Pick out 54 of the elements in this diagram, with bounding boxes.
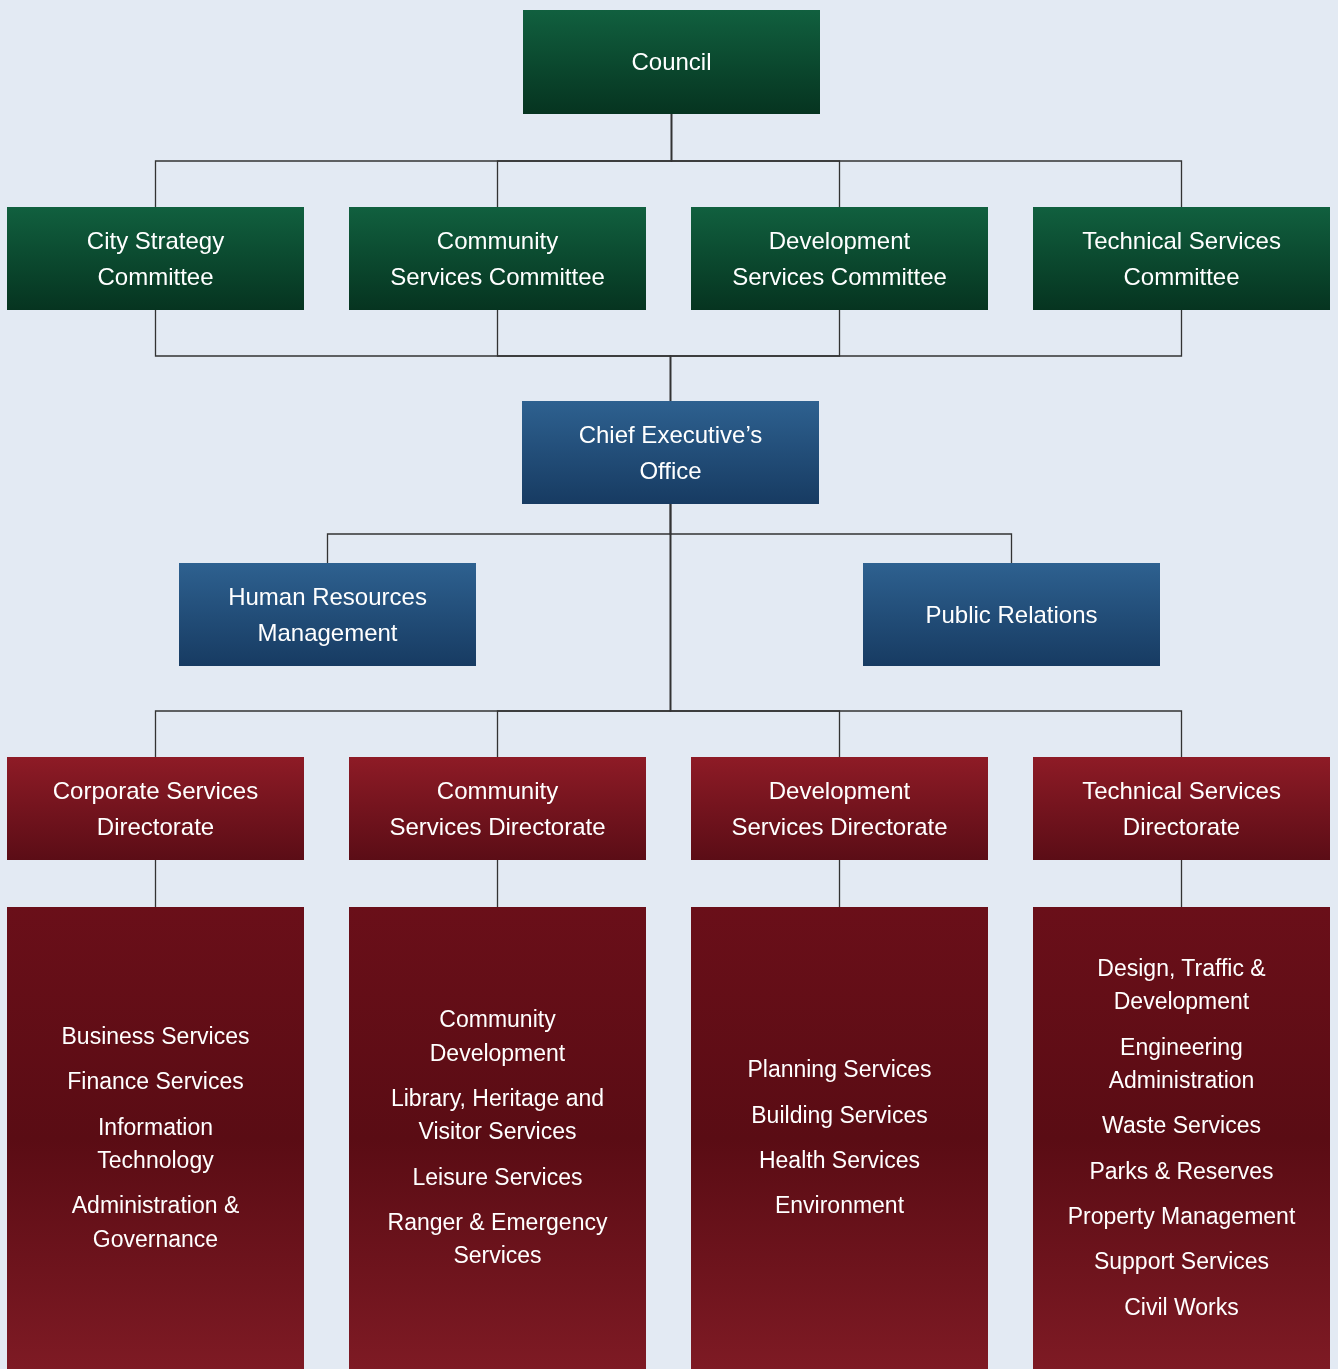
box-title: Community Services Committee bbox=[389, 225, 606, 292]
service-label: Planning Services bbox=[747, 1055, 932, 1085]
service-label: Waste Services bbox=[1102, 1111, 1261, 1141]
directorate-box bbox=[7, 757, 304, 860]
box-title: Public Relations bbox=[925, 599, 1098, 630]
service-label: Community Development bbox=[428, 1005, 567, 1068]
office-box bbox=[522, 401, 819, 504]
committee-box bbox=[7, 207, 304, 310]
committee-box bbox=[691, 207, 988, 310]
service-label: Support Services bbox=[1093, 1247, 1270, 1277]
service-label: Leisure Services bbox=[412, 1162, 583, 1192]
service-label: Library, Heritage and Visitor Services bbox=[389, 1084, 606, 1147]
box-title: Technical Services Committee bbox=[1081, 225, 1282, 292]
service-label: Business Services bbox=[61, 1021, 250, 1051]
box-title: City Strategy Committee bbox=[85, 225, 226, 292]
service-label: Health Services bbox=[758, 1146, 921, 1175]
directorate-box bbox=[349, 757, 646, 860]
committee-box bbox=[1033, 207, 1330, 310]
service-label: Environment bbox=[774, 1191, 905, 1221]
box-title: Technical Services Directorate bbox=[1081, 775, 1282, 842]
box-title: Human Resources Management bbox=[227, 581, 428, 648]
connector-line bbox=[1180, 859, 1183, 908]
services-panel bbox=[1033, 907, 1330, 1369]
service-label: Building Services bbox=[751, 1100, 928, 1130]
connector-line bbox=[154, 859, 157, 908]
service-label: Property Management bbox=[1067, 1202, 1296, 1231]
services-panel bbox=[691, 907, 988, 1369]
service-label: Civil Works bbox=[1124, 1292, 1239, 1322]
box-title: Council bbox=[631, 47, 712, 77]
service-label: Finance Services bbox=[67, 1067, 244, 1097]
box-title: Chief Executive’s Office bbox=[577, 419, 764, 486]
box-title: Corporate Services Directorate bbox=[51, 775, 260, 842]
office-box bbox=[863, 563, 1160, 666]
connector-line bbox=[669, 503, 1183, 758]
connector-line bbox=[838, 859, 841, 908]
service-label: Design, Traffic & Development bbox=[1096, 953, 1267, 1017]
connector-line bbox=[496, 859, 499, 908]
service-label: Ranger & Emergency Services bbox=[386, 1208, 609, 1271]
service-label: Engineering Administration bbox=[1107, 1032, 1256, 1095]
service-label: Information Technology bbox=[96, 1112, 215, 1175]
directorate-box bbox=[691, 757, 988, 860]
services-panel bbox=[349, 907, 646, 1369]
box-title: Development Services Committee bbox=[731, 225, 948, 292]
connector-line bbox=[670, 113, 1183, 208]
box-title: Development Services Directorate bbox=[731, 775, 948, 842]
service-label: Administration & Governance bbox=[70, 1191, 241, 1254]
box-title: Community Services Directorate bbox=[389, 775, 606, 842]
directorate-box bbox=[1033, 757, 1330, 860]
connector-line bbox=[669, 309, 1183, 402]
committee-box bbox=[349, 207, 646, 310]
service-label: Parks & Reserves bbox=[1089, 1156, 1274, 1186]
services-panel bbox=[7, 907, 304, 1369]
office-box bbox=[179, 563, 476, 666]
committee-box bbox=[523, 10, 820, 114]
